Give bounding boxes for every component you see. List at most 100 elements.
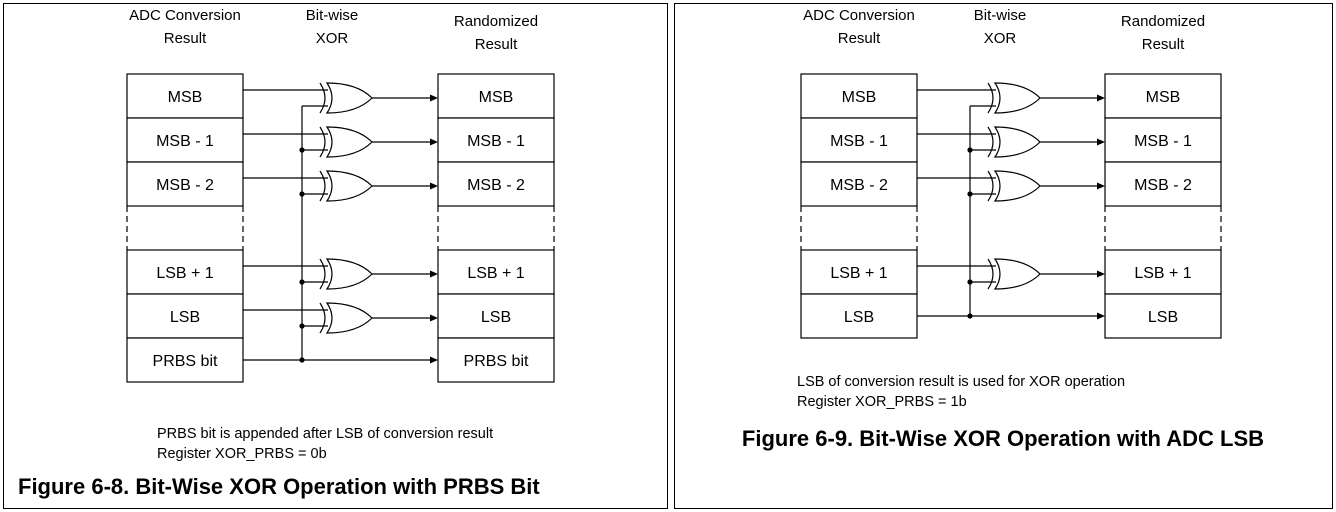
header-bitwise-xor-line-2: XOR [984, 30, 1017, 47]
bus-junction-dot [967, 191, 973, 197]
source-cell [800, 293, 918, 339]
source-cell [800, 161, 918, 207]
xor-gate-back-arc [319, 170, 326, 202]
header-adc-result-line-2: Result [838, 30, 881, 47]
arrowhead-icon [1097, 138, 1105, 146]
xor-gate-back-arc [987, 126, 994, 158]
xor-gate-icon [993, 82, 1041, 114]
result-cell-label: MSB [1146, 89, 1181, 106]
frame-left [3, 3, 668, 509]
xor-gate-icon [325, 170, 373, 202]
arrowhead-icon [430, 138, 438, 146]
arrowhead-icon [430, 356, 438, 364]
source-cell-label: MSB [168, 89, 203, 106]
header-bitwise-xor-line-1: Bit-wise [974, 7, 1027, 24]
source-cell [800, 117, 918, 163]
xor-gate-back-arc [319, 126, 326, 158]
figure-note-line-1: PRBS bit is appended after LSB of conver… [157, 426, 493, 442]
result-cell-label: LSB + 1 [467, 265, 524, 282]
source-cell-label: MSB - 2 [156, 177, 214, 194]
xor-gate-back-arc [987, 258, 994, 290]
result-cell [437, 249, 555, 295]
figure-caption: Figure 6-9. Bit-Wise XOR Operation with … [742, 426, 1264, 451]
arrowhead-icon [1097, 270, 1105, 278]
source-cell-label: MSB - 2 [830, 177, 888, 194]
result-gap-dashed [437, 206, 555, 250]
result-cell-label: PRBS bit [464, 353, 529, 370]
arrowhead-icon [1097, 94, 1105, 102]
result-cell [1104, 117, 1222, 163]
arrowhead-icon [430, 270, 438, 278]
arrowhead-icon [1097, 312, 1105, 320]
result-cell-label: LSB [481, 309, 511, 326]
source-cell-label: PRBS bit [153, 353, 218, 370]
source-cell-label: LSB [170, 309, 200, 326]
bus-junction-dot [967, 279, 973, 285]
bus-junction-dot [967, 313, 973, 319]
header-randomized-result-line-2: Result [475, 36, 518, 53]
xor-gate-icon [993, 170, 1041, 202]
result-cell [1104, 293, 1222, 339]
header-adc-result-line-1: ADC Conversion [803, 7, 915, 24]
xor-gate-back-arc [987, 170, 994, 202]
result-cell [437, 117, 555, 163]
xor-gate-icon [993, 258, 1041, 290]
result-cell-label: LSB [1148, 309, 1178, 326]
result-cell [437, 337, 555, 383]
result-cell [437, 161, 555, 207]
header-randomized-result-line-1: Randomized [1121, 13, 1205, 30]
source-cell-label: LSB [844, 309, 874, 326]
source-cell [126, 117, 244, 163]
xor-gate-icon [325, 126, 373, 158]
xor-gate-back-arc [319, 302, 326, 334]
xor-gate-back-arc [319, 82, 326, 114]
header-randomized-result-line-2: Result [1142, 36, 1185, 53]
bus-junction-dot [967, 147, 973, 153]
bus-junction-dot [299, 191, 305, 197]
result-cell-label: MSB - 1 [1134, 133, 1192, 150]
header-bitwise-xor-line-1: Bit-wise [306, 7, 359, 24]
xor-gate-icon [325, 82, 373, 114]
xor-gate-back-arc [987, 82, 994, 114]
figure-note-line-2: Register XOR_PRBS = 0b [157, 446, 327, 462]
xor-gate-icon [325, 302, 373, 334]
arrowhead-icon [430, 182, 438, 190]
source-cell [126, 73, 244, 119]
result-cell-label: MSB - 1 [467, 133, 525, 150]
bus-junction-dot [299, 147, 305, 153]
xor-gate-icon [325, 258, 373, 290]
arrowhead-icon [1097, 182, 1105, 190]
arrowhead-icon [430, 314, 438, 322]
source-cell-label: MSB [842, 89, 877, 106]
source-cell [800, 73, 918, 119]
source-gap-dashed [800, 206, 918, 250]
figure-note-line-2: Register XOR_PRBS = 1b [797, 394, 967, 410]
result-cell-label: MSB - 2 [467, 177, 525, 194]
source-cell [126, 161, 244, 207]
result-cell [1104, 249, 1222, 295]
source-cell-label: MSB - 1 [830, 133, 888, 150]
source-cell [126, 249, 244, 295]
arrowhead-icon [430, 94, 438, 102]
result-cell [1104, 161, 1222, 207]
source-gap-dashed [126, 206, 244, 250]
bus-junction-dot [299, 323, 305, 329]
figure-note-line-1: LSB of conversion result is used for XOR… [797, 374, 1125, 390]
result-cell [1104, 73, 1222, 119]
xor-gate-back-arc [319, 258, 326, 290]
result-cell-label: MSB - 2 [1134, 177, 1192, 194]
result-cell-label: MSB [479, 89, 514, 106]
frame-right [674, 3, 1333, 509]
result-gap-dashed [1104, 206, 1222, 250]
header-adc-result-line-1: ADC Conversion [129, 7, 241, 24]
header-adc-result-line-2: Result [164, 30, 207, 47]
source-cell-label: LSB + 1 [156, 265, 213, 282]
xor-gate-icon [993, 126, 1041, 158]
source-cell-label: LSB + 1 [830, 265, 887, 282]
header-bitwise-xor-line-2: XOR [316, 30, 349, 47]
result-cell-label: LSB + 1 [1134, 265, 1191, 282]
figure-caption: Figure 6-8. Bit-Wise XOR Operation with … [18, 474, 540, 499]
bus-junction-dot [299, 357, 305, 363]
